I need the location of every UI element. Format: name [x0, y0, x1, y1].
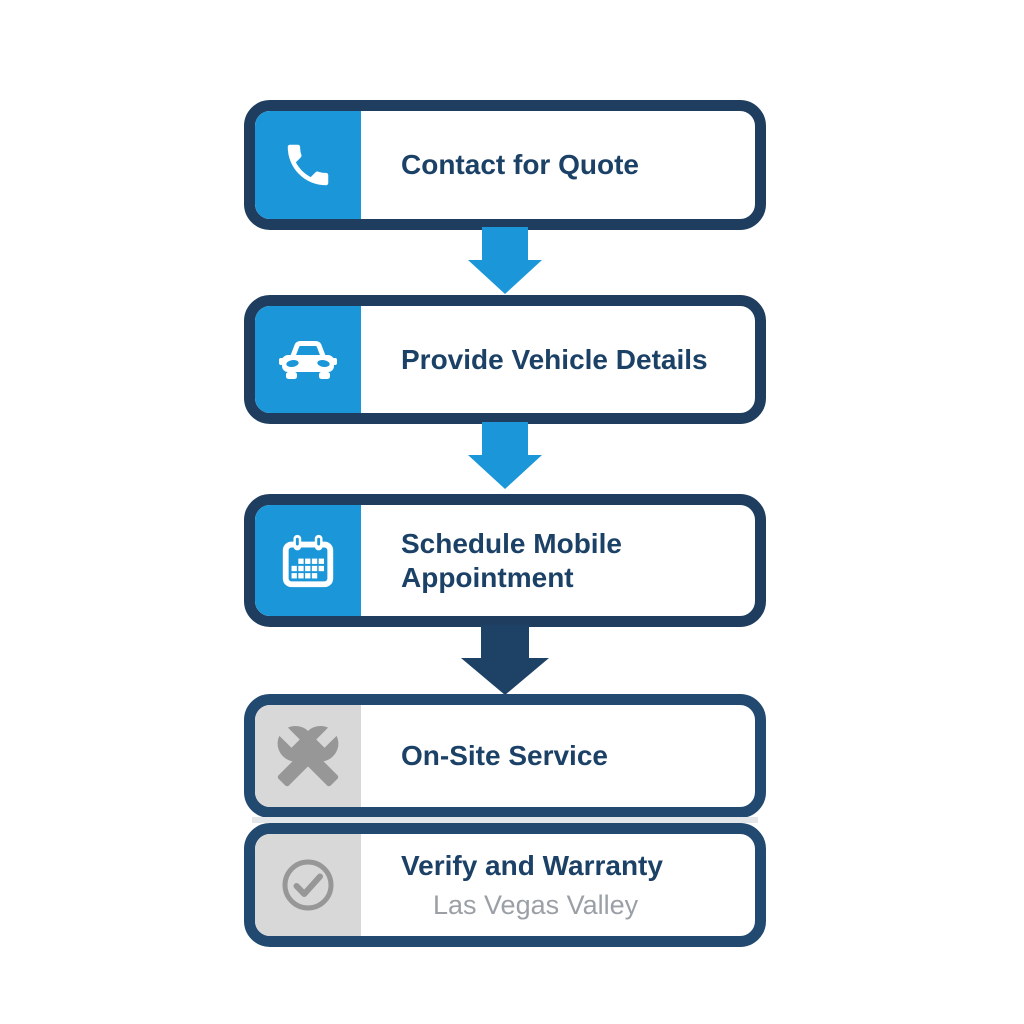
tools-icon — [275, 723, 341, 789]
car-icon — [279, 340, 337, 379]
step-icon-panel — [255, 505, 361, 616]
arrow-head — [461, 658, 549, 695]
step-sublabel: Las Vegas Valley — [433, 889, 639, 920]
step-label: On-Site Service — [401, 740, 608, 772]
check-circle-icon — [282, 859, 334, 911]
step-icon-panel — [255, 111, 361, 219]
step-icon-panel — [255, 834, 361, 936]
step-icon-panel — [255, 705, 361, 807]
step-schedule-mobile-appointment: Schedule Mobile Appointment — [244, 494, 766, 627]
step-contact-for-quote: Contact for Quote — [244, 100, 766, 230]
arrow-down-icon — [468, 422, 542, 489]
arrow-head — [468, 455, 542, 489]
calendar-icon — [282, 534, 334, 587]
step-verify-and-warranty: Verify and Warranty Las Vegas Valley — [244, 823, 766, 947]
step-divider — [252, 817, 758, 823]
arrow-down-icon — [461, 625, 549, 695]
arrow-shaft — [482, 422, 528, 455]
step-label: Verify and Warranty — [401, 849, 663, 881]
arrow-shaft — [482, 227, 528, 260]
arrow-head — [468, 260, 542, 294]
step-label: Provide Vehicle Details — [401, 343, 708, 375]
step-on-site-service: On-Site Service — [244, 694, 766, 818]
arrow-shaft — [481, 625, 529, 658]
arrow-down-icon — [468, 227, 542, 294]
step-label: Contact for Quote — [401, 149, 639, 181]
phone-icon — [287, 144, 329, 186]
step-provide-vehicle-details: Provide Vehicle Details — [244, 295, 766, 424]
step-label: Schedule Mobile Appointment — [401, 528, 622, 593]
step-icon-panel — [255, 306, 361, 413]
